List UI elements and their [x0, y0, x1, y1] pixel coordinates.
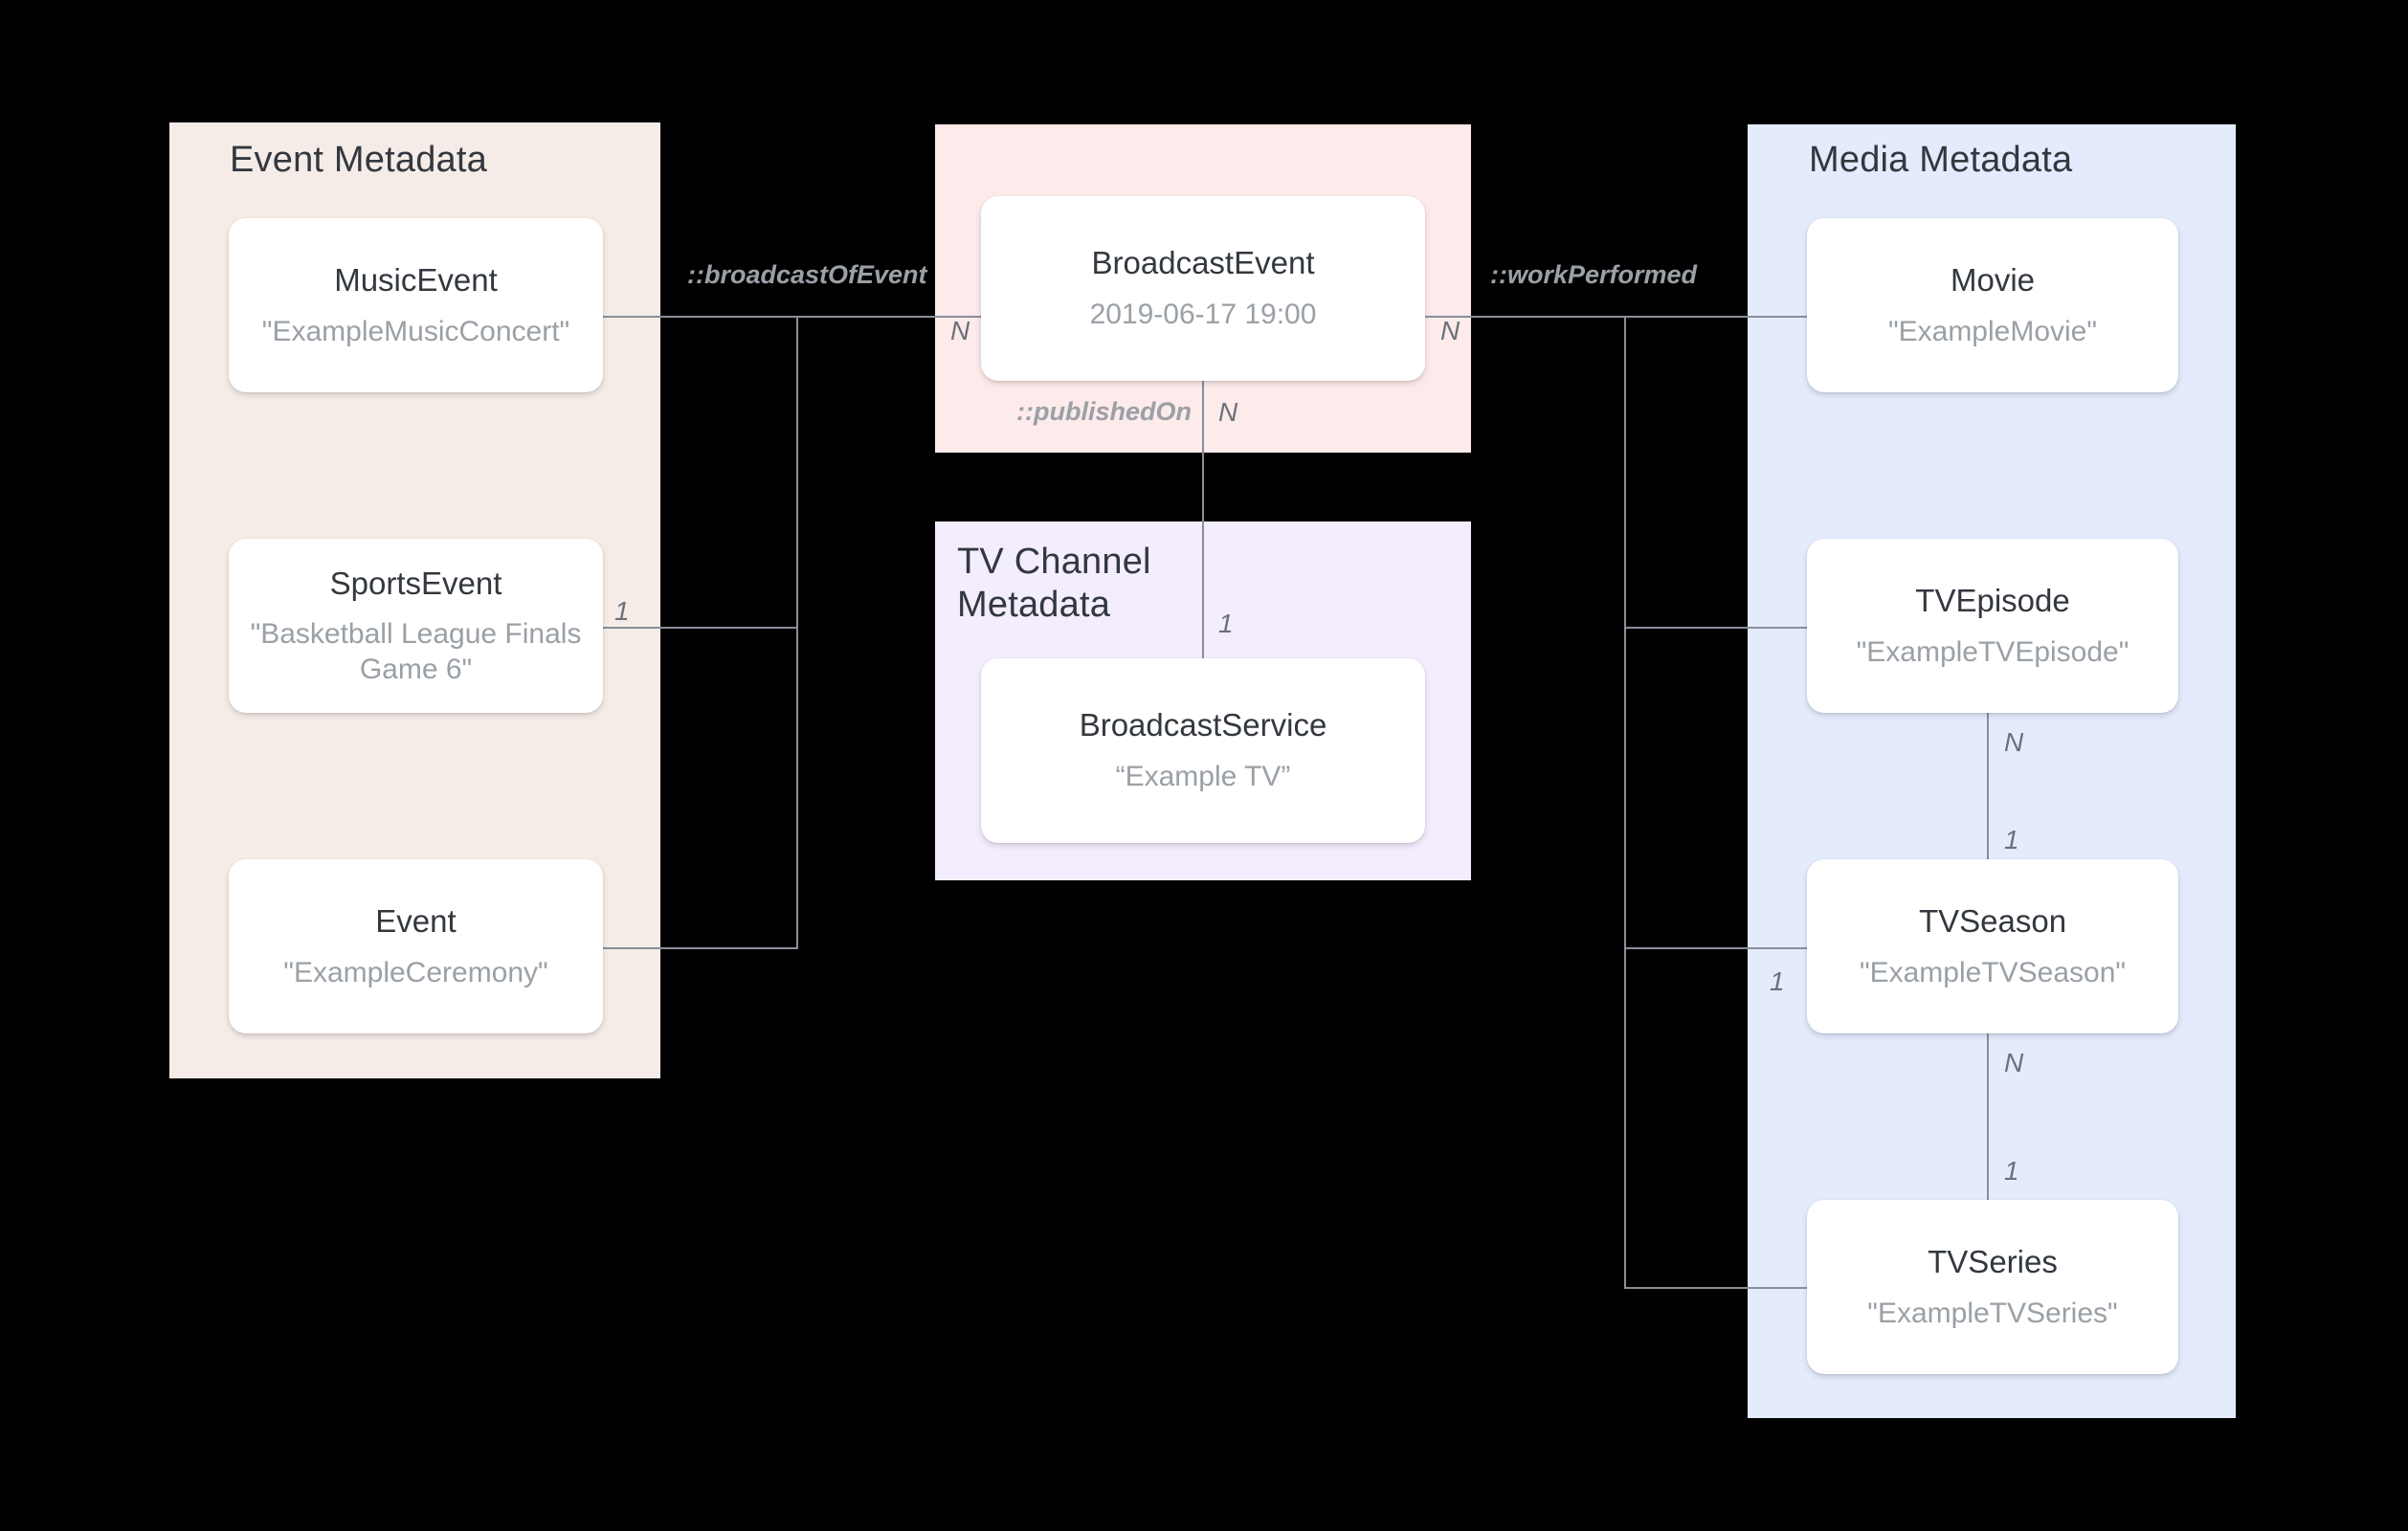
cardinality-tv-season-bottom: N — [2004, 1048, 2024, 1077]
cardinality-tv-series-top: 1 — [2004, 1156, 2019, 1186]
relationship-label-broadcast-of-event: ::broadcastOfEvent — [687, 260, 927, 289]
edge-season-series-v — [1987, 1033, 1989, 1200]
node-sports-event-value: "Basketball League Finals Game 6" — [250, 618, 582, 685]
node-tv-season-value: "ExampleTVSeason" — [1859, 956, 2127, 988]
cardinality-tv-episode-bottom: N — [2004, 727, 2024, 757]
node-music-event-value: "ExampleMusicConcert" — [261, 315, 570, 347]
edge-left-trunk-v — [796, 316, 798, 949]
edge-movie-h — [1624, 316, 1808, 318]
cardinality-published-on-n: N — [1218, 397, 1238, 427]
node-tv-series[interactable]: TVSeries "ExampleTVSeries" — [1807, 1200, 2178, 1374]
panel-title-media-metadata: Media Metadata — [1809, 140, 2073, 180]
node-broadcast-service-value: “Example TV” — [1115, 761, 1291, 792]
cardinality-broadcast-service-top: 1 — [1218, 609, 1234, 638]
node-tv-series-title: TVSeries — [1928, 1243, 2058, 1279]
node-tv-series-value: "ExampleTVSeries" — [1867, 1297, 2118, 1329]
node-movie-value: "ExampleMovie" — [1887, 315, 2098, 347]
node-tv-episode-title: TVEpisode — [1915, 582, 2070, 618]
panel-title-tv-channel-metadata: TV Channel Metadata — [957, 542, 1151, 625]
node-broadcast-service-title: BroadcastService — [1079, 707, 1327, 743]
node-broadcast-event[interactable]: BroadcastEvent 2019-06-17 19:00 — [981, 196, 1425, 381]
cardinality-tv-season-top: 1 — [2004, 825, 2019, 854]
edge-published-on-v — [1202, 381, 1204, 660]
edge-right-trunk-v — [1624, 316, 1626, 1288]
node-sports-event[interactable]: SportsEvent "Basketball League Finals Ga… — [229, 539, 603, 713]
edge-tv-episode-h — [1624, 627, 1808, 629]
node-event[interactable]: Event "ExampleCeremony" — [229, 859, 603, 1033]
edge-music-event-h — [603, 316, 796, 318]
edge-broadcast-of-event-h — [796, 316, 983, 318]
cardinality-sports-event-right: 1 — [614, 596, 630, 626]
cardinality-broadcast-event-right: N — [1440, 316, 1460, 345]
node-tv-season[interactable]: TVSeason "ExampleTVSeason" — [1807, 859, 2178, 1033]
node-movie[interactable]: Movie "ExampleMovie" — [1807, 218, 2178, 392]
node-event-value: "ExampleCeremony" — [283, 956, 548, 988]
cardinality-tv-season-left: 1 — [1770, 966, 1785, 996]
node-sports-event-title: SportsEvent — [329, 565, 502, 601]
edge-tv-season-h — [1624, 947, 1808, 949]
edge-episode-season-v — [1987, 713, 1989, 859]
node-event-title: Event — [375, 902, 457, 939]
edge-work-performed-h — [1425, 316, 1626, 318]
edge-sports-event-h — [603, 627, 796, 629]
node-movie-title: Movie — [1950, 261, 2036, 298]
panel-title-event-metadata: Event Metadata — [230, 140, 487, 180]
edge-event-h — [603, 947, 796, 949]
cardinality-broadcast-event-left: N — [950, 316, 970, 345]
node-tv-episode[interactable]: TVEpisode "ExampleTVEpisode" — [1807, 539, 2178, 713]
node-music-event[interactable]: MusicEvent "ExampleMusicConcert" — [229, 218, 603, 392]
node-broadcast-event-value: 2019-06-17 19:00 — [1089, 299, 1317, 330]
node-broadcast-service[interactable]: BroadcastService “Example TV” — [981, 658, 1425, 843]
edge-tv-series-h — [1624, 1287, 1808, 1289]
relationship-label-published-on: ::publishedOn — [1016, 397, 1192, 426]
node-tv-season-title: TVSeason — [1918, 902, 2067, 939]
relationship-label-work-performed: ::workPerformed — [1490, 260, 1698, 289]
node-broadcast-event-title: BroadcastEvent — [1091, 245, 1315, 281]
node-music-event-title: MusicEvent — [334, 261, 498, 298]
node-tv-episode-value: "ExampleTVEpisode" — [1856, 635, 2129, 668]
